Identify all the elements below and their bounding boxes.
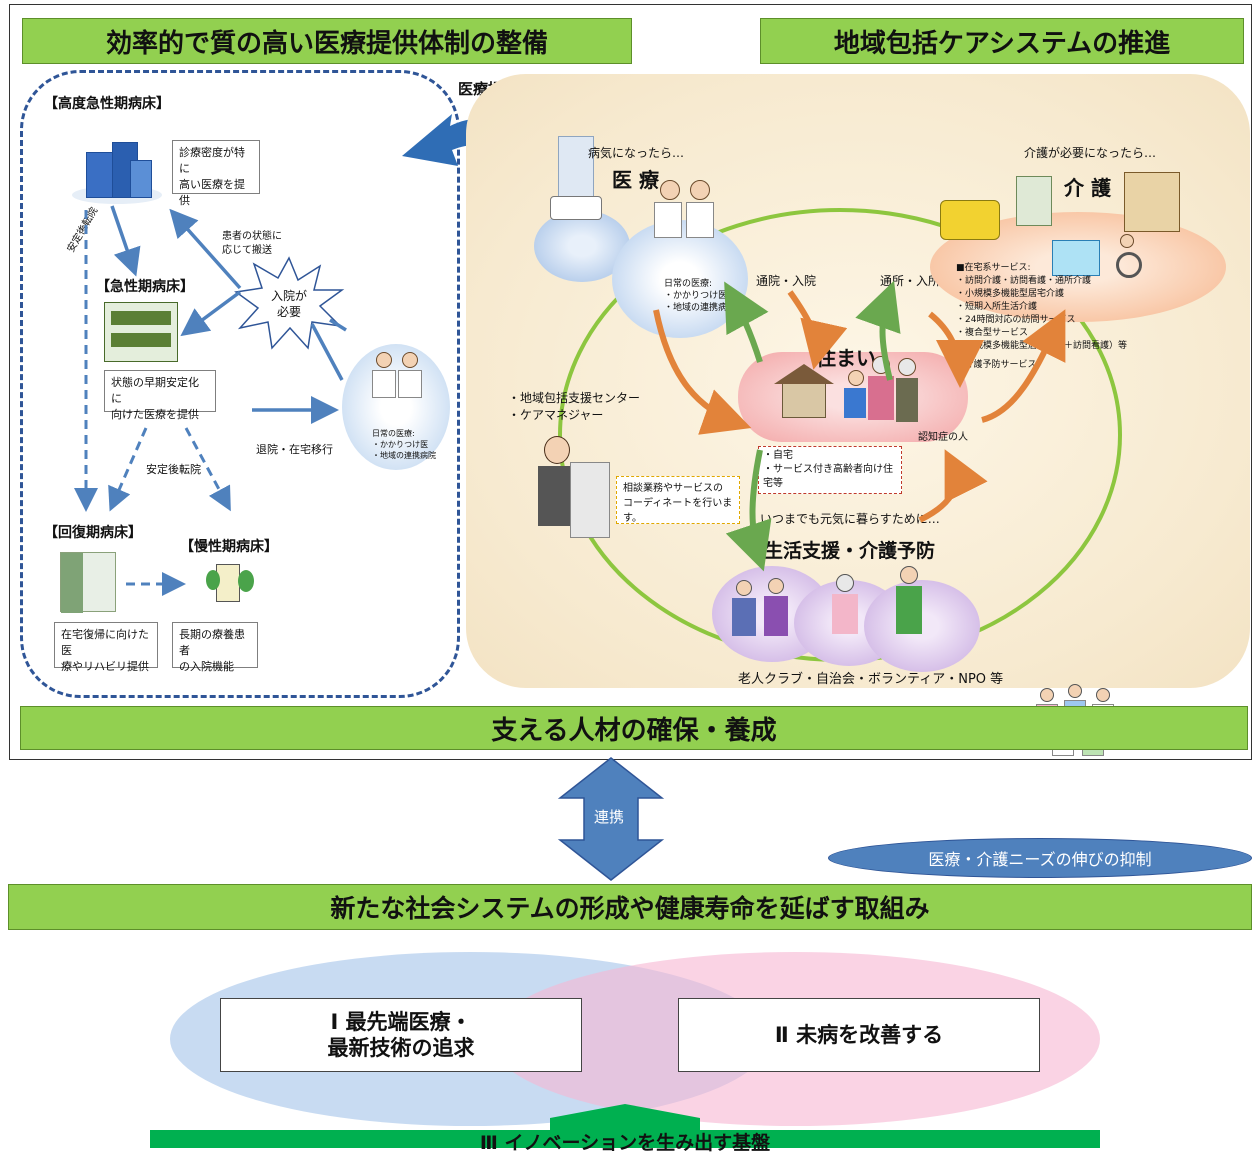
suppression-label: 医療・介護ニーズの伸びの抑制: [928, 850, 1152, 869]
life-ellipse-right: [864, 580, 980, 672]
medical-caption: 病気になったら…: [588, 146, 685, 160]
outpatient-left: 通院・入院: [756, 274, 817, 288]
personnel-bar: 支える人材の確保・養成: [20, 706, 1248, 750]
support-center-label: ・地域包括支援センター ・ケアマネジャー: [508, 391, 641, 422]
acute-hospital-icon: [104, 302, 178, 362]
care-manager-icon: [534, 432, 610, 542]
medical-title: 医 療: [612, 168, 659, 192]
new-system-bar: 新たな社会システムの形成や健康寿命を延ばす取組み: [8, 884, 1252, 930]
care-house-icon: [1124, 172, 1180, 232]
life-caption: いつまでも元気に暮らすために…: [760, 512, 940, 526]
community-label: 老人クラブ・自治会・ボランティア・NPO 等: [738, 672, 1004, 687]
admission-label: 入院が 必要: [270, 289, 307, 319]
care-van-icon: [940, 200, 1000, 240]
recovery-desc: 在宅復帰に向けた医 療やリハビリ提供: [54, 622, 158, 673]
doctors-icon-left: [372, 350, 428, 400]
right-title-bar: 地域包括ケアシステムの推進: [760, 18, 1244, 64]
medical-flow-arrows: [74, 205, 347, 596]
bath-icon: [1052, 240, 1100, 276]
high-acute-hospital-icon: [72, 138, 162, 208]
nursing-title: 介 護: [1064, 176, 1111, 200]
hospital-icon: [550, 136, 604, 228]
medical-panel: [20, 70, 460, 698]
link-double-arrow: [557, 757, 665, 881]
admission-burst: [234, 256, 345, 350]
link-label: 連携: [594, 808, 625, 826]
consult-box: 相談業務やサービスの コーディネートを行います。: [616, 476, 740, 524]
right-title: 地域包括ケアシステムの推進: [833, 28, 1171, 59]
wheelchair-icon: [1108, 234, 1148, 284]
pillar3-banner: [150, 1104, 1100, 1148]
stable-transfer-label: 安定後転院: [146, 463, 201, 476]
elderly-label: 認知症の人: [918, 432, 968, 443]
nursing-caption: 介護が必要になったら…: [1024, 146, 1157, 160]
left-title-bar: 効率的で質の高い医療提供体制の整備: [22, 18, 632, 64]
transfer-note: 患者の状態に 応じて搬送: [222, 231, 282, 256]
chronic-desc: 長期の療養患者 の入院機能: [172, 622, 258, 673]
discharge-label: 退院・在宅移行: [256, 443, 333, 456]
daily-care-text-left: 日常の医療: ・かかりつけ医 ・地域の連携病院: [372, 429, 436, 460]
home-items: ・自宅 ・サービス付き高齢者向け住宅等: [758, 446, 902, 494]
acute-desc: 状態の早期安定化に 向けた医療を提供: [104, 370, 216, 421]
personnel-title: 支える人材の確保・養成: [491, 715, 777, 746]
family-icon: [842, 356, 922, 426]
medical-daily-care: 日常の医療: ・かかりつけ医 ・地域の連携病院: [664, 279, 737, 313]
new-system-title: 新たな社会システムの形成や健康寿命を延ばす取組み: [330, 894, 930, 923]
elderly-group-icon: [724, 566, 964, 646]
pillar1-box: Ⅰ 最先端医療・ 最新技術の追求: [220, 998, 582, 1072]
care-flow-arrows: [653, 280, 1066, 572]
recovery-hospital-icon: [60, 552, 116, 613]
doctors-icon-right: [654, 180, 716, 240]
high-acute-heading: 【高度急性期病床】: [44, 96, 170, 112]
chronic-hospital-icon: [206, 560, 256, 606]
care-facility-icon: [1016, 176, 1052, 226]
daily-care-ellipse-left: [342, 344, 450, 470]
pillar3-label: Ⅲ イノベーションを生み出す基盤: [479, 1132, 771, 1154]
suppression-ellipse: 医療・介護ニーズの伸びの抑制: [828, 838, 1252, 878]
left-title: 効率的で質の高い医療提供体制の整備: [105, 28, 548, 59]
recovery-heading: 【回復期病床】: [44, 525, 142, 541]
high-acute-desc: 診療密度が特に 高い医療を提供: [172, 140, 260, 207]
life-title: 生活支援・介護予防: [764, 540, 936, 562]
pillar2-box: Ⅱ 未病を改善する: [678, 998, 1040, 1072]
chronic-heading: 【慢性期病床】: [180, 539, 278, 555]
acute-heading: 【急性期病床】: [96, 279, 194, 295]
